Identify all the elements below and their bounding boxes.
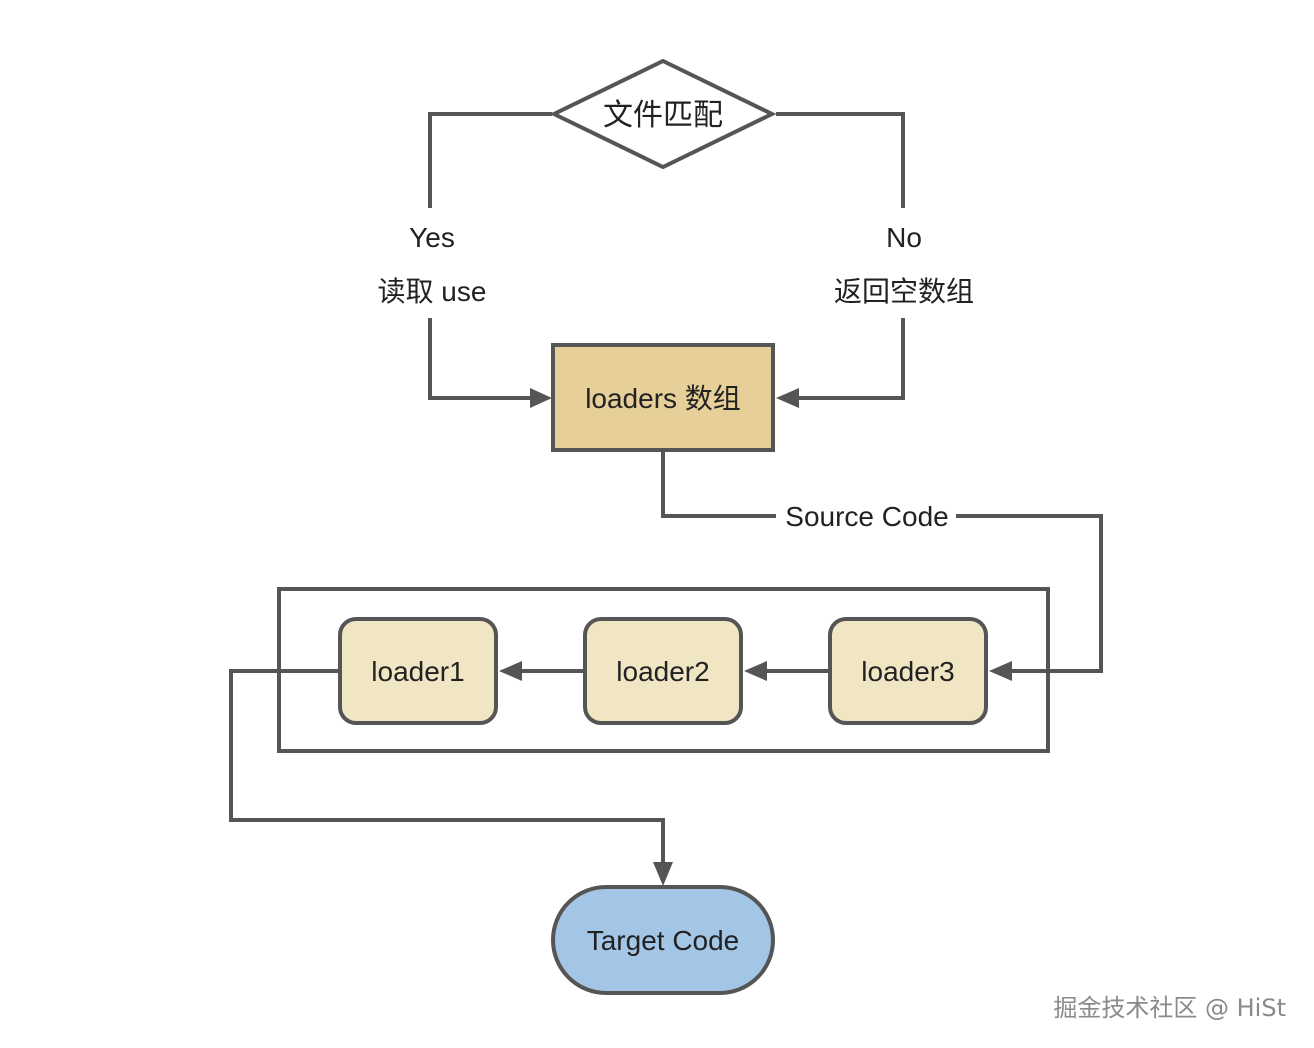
edges [229, 112, 1103, 886]
loader3-node: loader3 [828, 617, 988, 725]
no-label: No [886, 222, 922, 253]
source-code-label: Source Code [785, 501, 948, 532]
loaders-array-box [551, 343, 775, 452]
edge-no-upper [776, 112, 905, 208]
arrow-into-loader1 [499, 661, 522, 681]
target-box [551, 885, 775, 995]
arrow-into-loader2 [744, 661, 767, 681]
arrow-into-loaders-array-right [776, 388, 799, 408]
yes-label: Yes [409, 222, 455, 253]
edge-yes-lower [428, 318, 532, 400]
loader1-box [338, 617, 498, 725]
yes-action-label: 读取 use [378, 276, 487, 307]
loader1-label: loader1 [371, 656, 464, 687]
arrow-into-loaders-array-left [530, 388, 552, 408]
target-node: Target Code [551, 885, 775, 995]
decision-diamond [549, 58, 777, 170]
edge-no-lower [797, 318, 905, 400]
loader2-label: loader2 [616, 656, 709, 687]
loader1-node: loader1 [338, 617, 498, 725]
edge-loader1-to-target [229, 669, 665, 864]
loaders-array-node: loaders 数组 [551, 343, 775, 452]
decision-node: 文件匹配 [549, 58, 777, 170]
no-action-label: 返回空数组 [834, 276, 974, 307]
decision-label: 文件匹配 [603, 99, 723, 132]
loader2-node: loader2 [583, 617, 743, 725]
target-label: Target Code [587, 925, 740, 956]
loaders-array-label: loaders 数组 [585, 383, 741, 414]
edge-source-code [661, 451, 1103, 673]
loader-chain-container [277, 587, 1050, 753]
loader3-box [828, 617, 988, 725]
edge-yes-upper [428, 112, 552, 208]
source-code-label-bg [776, 498, 956, 534]
watermark-text: 掘金技术社区 @ HiSt [1053, 994, 1286, 1022]
arrow-into-loader3 [989, 661, 1012, 681]
arrow-into-target [653, 862, 673, 886]
loader3-label: loader3 [861, 656, 954, 687]
loader2-box [583, 617, 743, 725]
